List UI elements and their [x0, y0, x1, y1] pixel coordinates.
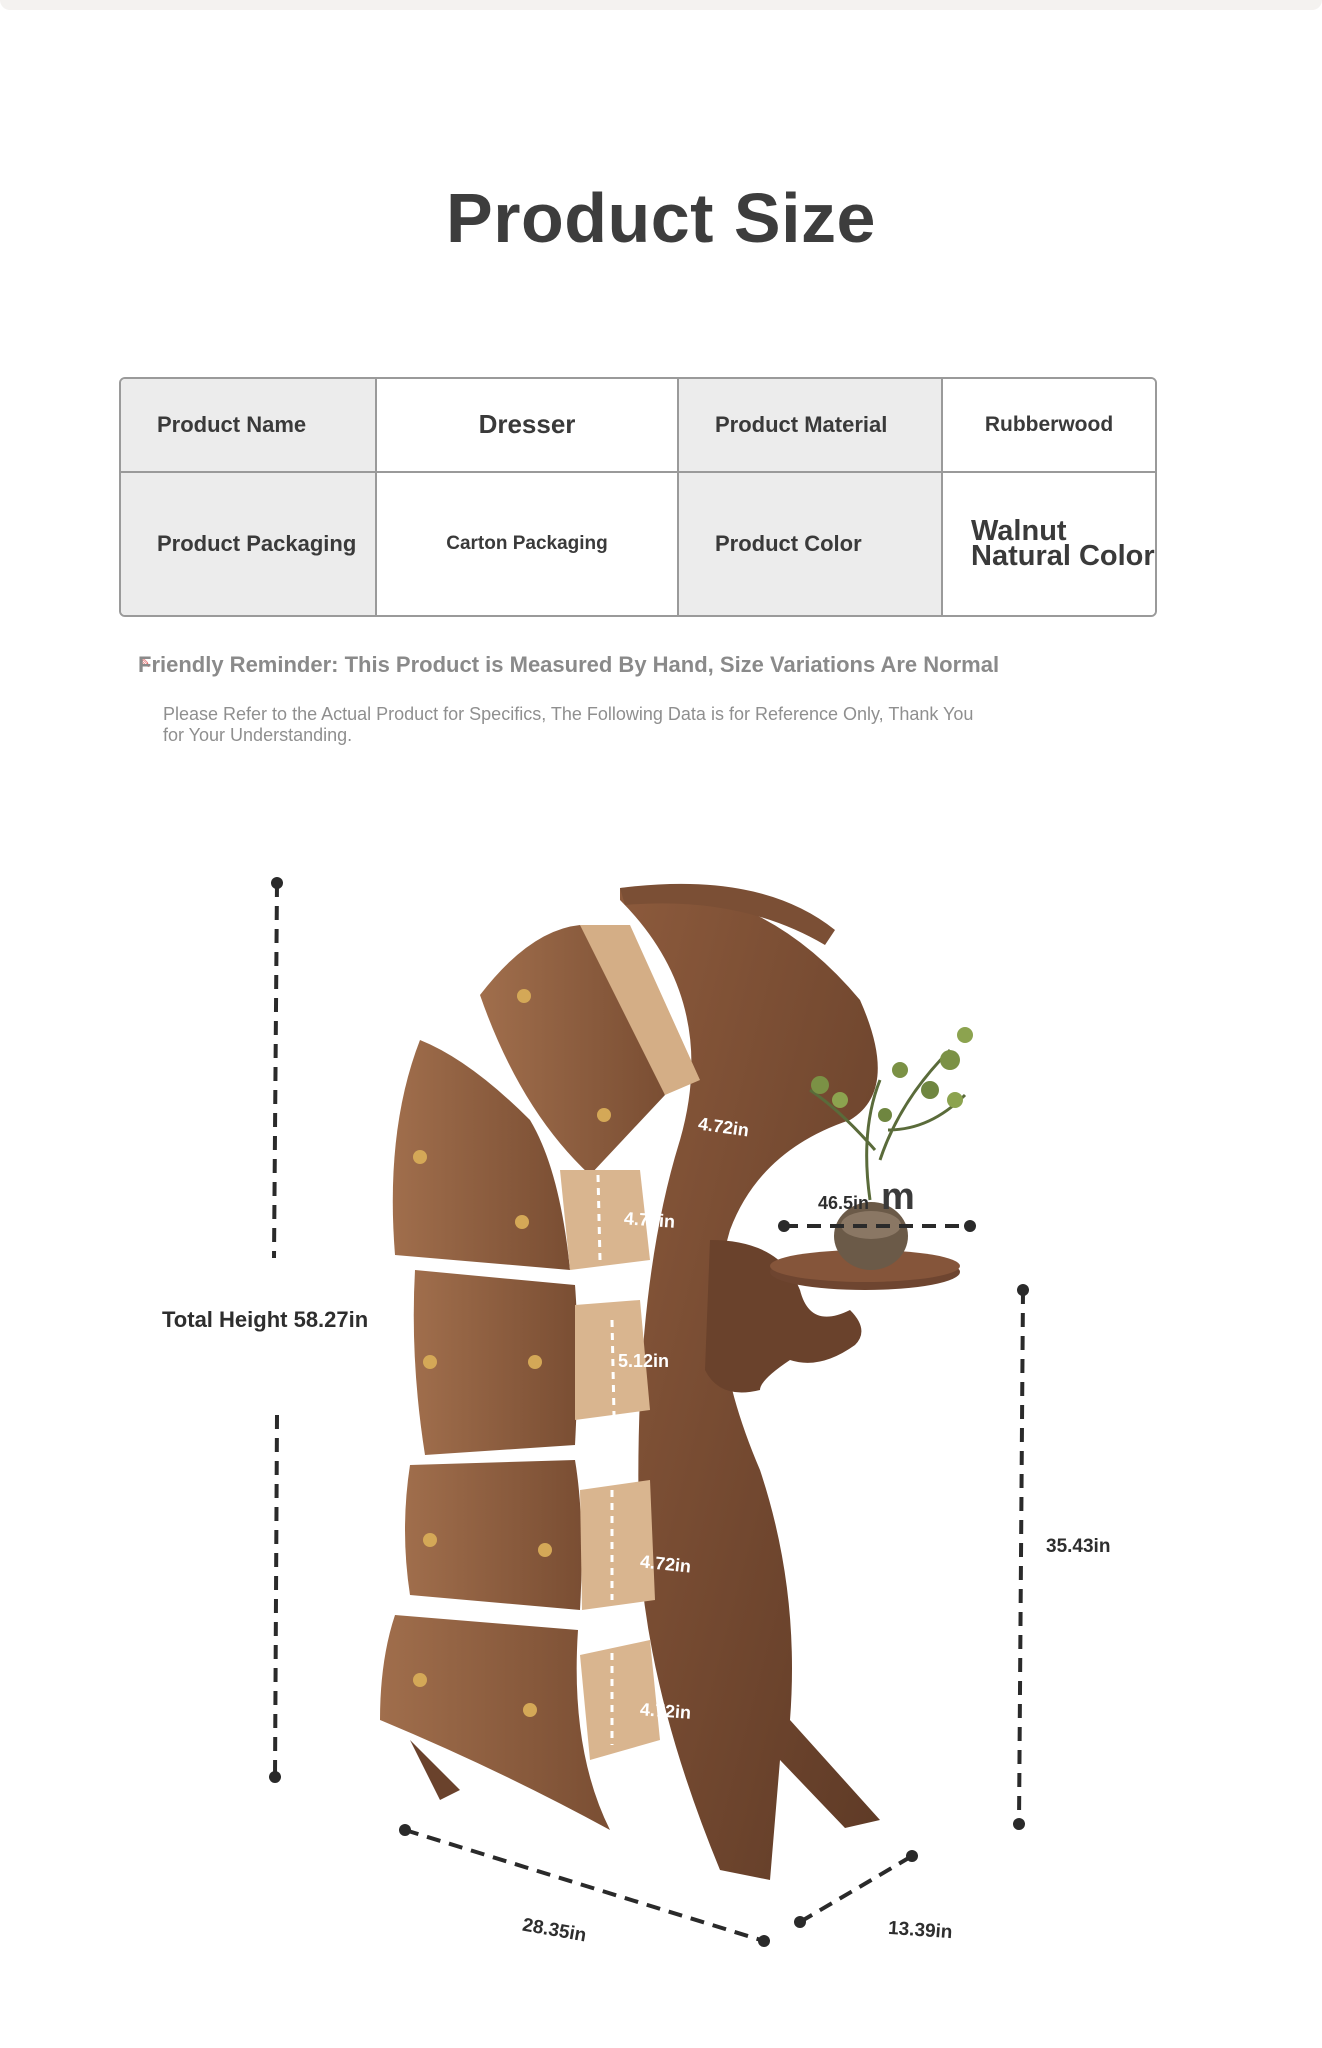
total-height-dimension-line: [269, 877, 283, 1783]
drawer-1: [480, 925, 700, 1175]
drawer-3: [413, 1270, 650, 1455]
drawer-5: [380, 1615, 660, 1830]
reminder-note: Please Refer to the Actual Product for S…: [163, 704, 974, 745]
drawer-2: [392, 1040, 650, 1270]
top-bar: [0, 0, 1322, 10]
shelf-width-suffix: m: [881, 1176, 915, 1218]
product-packaging-value: Carton Packaging: [377, 472, 679, 615]
spec-table: Product Name Dresser Product Material Ru…: [119, 377, 1157, 617]
drawer-3-height-label: 5.12in: [618, 1351, 670, 1371]
product-name-value: Dresser: [377, 379, 679, 473]
product-packaging-label: Product Packaging: [121, 472, 377, 615]
shelf-width-label: 46.5in m: [818, 1176, 915, 1219]
dresser-body: [620, 887, 880, 1880]
dresser-top: [620, 883, 835, 945]
width-dimension-line: [399, 1824, 770, 1947]
depth-dimension-line: [794, 1850, 918, 1928]
page-title: Product Size: [446, 179, 876, 257]
product-color-value: Walnut Natural Color: [943, 472, 1155, 615]
right-height-label: 35.43in: [1046, 1536, 1111, 1557]
depth-label: 13.39in: [887, 1917, 954, 1944]
vase-with-plant: [809, 1027, 973, 1270]
table-row: Product Packaging Carton Packaging Produ…: [121, 472, 1155, 615]
product-material-value: Rubberwood: [943, 379, 1155, 473]
reminder-headline: Friendly Reminder: This Product is Measu…: [138, 652, 1000, 677]
total-height-label: Total Height 58.27in: [162, 1307, 369, 1332]
side-table: [705, 1240, 960, 1393]
product-color-label: Product Color: [679, 472, 943, 615]
drawer-measure-lines: [596, 1094, 674, 1745]
drawer-2-height-label: 4.72in: [623, 1208, 676, 1232]
pin-icon: ✎: [139, 655, 151, 671]
shelf-width-value: 46.5in: [818, 1193, 870, 1213]
table-row: Product Name Dresser Product Material Ru…: [121, 379, 1155, 473]
drawer-5-height-label: 4.72in: [639, 1699, 692, 1723]
right-height-dimension-line: [1013, 1284, 1029, 1830]
drawer-4: [405, 1460, 655, 1610]
product-name-label: Product Name: [121, 379, 377, 473]
shelf-dimension-line: [778, 1220, 976, 1232]
product-material-label: Product Material: [679, 379, 943, 473]
